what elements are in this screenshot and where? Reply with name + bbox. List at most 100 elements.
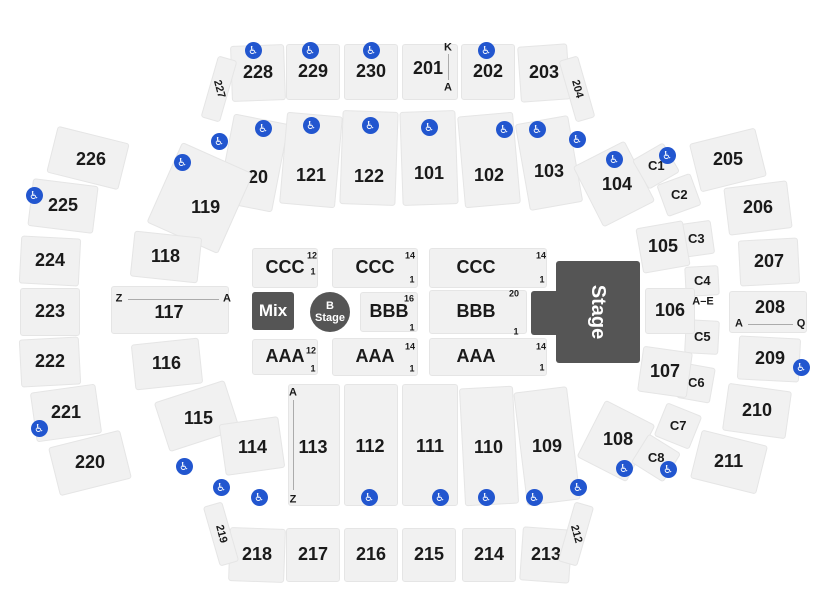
section-113[interactable]: 113 bbox=[288, 384, 340, 506]
wheelchair-icon: ♿ bbox=[420, 118, 438, 136]
section-230[interactable]: 230 bbox=[344, 44, 398, 100]
wheelchair-icon: ♿ bbox=[658, 146, 676, 164]
section-206-label: 206 bbox=[742, 197, 774, 218]
section-211[interactable]: 211 bbox=[689, 429, 769, 495]
section-107[interactable]: 107 bbox=[637, 345, 693, 399]
section-202[interactable]: 202 bbox=[461, 44, 515, 100]
section-118[interactable]: 118 bbox=[129, 230, 203, 284]
section-116[interactable]: 116 bbox=[130, 337, 204, 391]
section-206[interactable]: 206 bbox=[723, 180, 793, 236]
section-ccc-mid-label: CCC bbox=[355, 257, 395, 278]
section-aaa-mid[interactable]: AAA bbox=[332, 338, 418, 376]
section-208[interactable]: 208 bbox=[729, 291, 807, 333]
section-201-label: 201 bbox=[412, 58, 444, 79]
section-110-label: 110 bbox=[474, 437, 504, 458]
section-225[interactable]: 225 bbox=[27, 178, 99, 234]
row-line-208 bbox=[748, 323, 793, 325]
wheelchair-icon: ♿ bbox=[528, 120, 546, 138]
section-205-label: 205 bbox=[712, 149, 744, 170]
section-aaa-right-label: AAA bbox=[456, 346, 496, 367]
section-stage-label: Stage bbox=[587, 284, 609, 340]
section-115-label: 115 bbox=[184, 408, 214, 429]
section-b-stage-label2: Stage bbox=[315, 312, 345, 324]
wheelchair-icon: ♿ bbox=[362, 41, 380, 59]
row-a-201: A bbox=[444, 81, 452, 94]
section-ccc-right[interactable]: CCC bbox=[429, 248, 547, 288]
section-205[interactable]: 205 bbox=[688, 127, 768, 193]
section-105-label: 105 bbox=[647, 236, 679, 257]
section-ccc-left[interactable]: CCC bbox=[252, 248, 318, 288]
section-208-label: 208 bbox=[754, 297, 786, 318]
section-105[interactable]: 105 bbox=[635, 220, 691, 274]
section-201[interactable]: 201 bbox=[402, 44, 458, 100]
section-103[interactable]: 103 bbox=[514, 114, 584, 212]
section-119-label: 119 bbox=[191, 197, 221, 218]
wheelchair-icon: ♿ bbox=[495, 120, 513, 138]
section-210[interactable]: 210 bbox=[721, 382, 793, 440]
section-104-label: 104 bbox=[601, 174, 633, 195]
section-aaa-left[interactable]: AAA bbox=[252, 339, 318, 375]
section-112[interactable]: 112 bbox=[344, 384, 398, 506]
section-217[interactable]: 217 bbox=[286, 528, 340, 582]
section-209[interactable]: 209 bbox=[736, 335, 802, 383]
row-line-117 bbox=[128, 298, 219, 300]
section-111[interactable]: 111 bbox=[402, 384, 458, 506]
section-121-label: 121 bbox=[295, 165, 327, 186]
section-110[interactable]: 110 bbox=[458, 385, 520, 507]
section-222[interactable]: 222 bbox=[18, 336, 82, 388]
section-214[interactable]: 214 bbox=[462, 528, 516, 582]
section-C5-label: C5 bbox=[693, 328, 711, 344]
section-117[interactable]: 117 bbox=[111, 286, 229, 334]
wheelchair-icon: ♿ bbox=[244, 41, 262, 59]
wheelchair-icon: ♿ bbox=[30, 419, 48, 437]
section-213-label: 213 bbox=[530, 544, 562, 565]
wheelchair-icon: ♿ bbox=[361, 116, 379, 134]
section-212-label: 212 bbox=[567, 523, 585, 545]
section-mix-label: Mix bbox=[258, 300, 288, 320]
section-218-label: 218 bbox=[241, 544, 273, 565]
row-a-208: A bbox=[735, 317, 743, 330]
section-ccc-mid[interactable]: CCC bbox=[332, 248, 418, 288]
section-220[interactable]: 220 bbox=[48, 429, 132, 497]
wheelchair-icon: ♿ bbox=[254, 119, 272, 137]
section-116-label: 116 bbox=[152, 353, 182, 374]
section-204-label: 204 bbox=[568, 78, 586, 100]
section-113-label: 113 bbox=[298, 437, 328, 458]
section-aaa-right[interactable]: AAA bbox=[429, 338, 547, 376]
section-209-label: 209 bbox=[754, 348, 786, 369]
row-1-ccc-mid: 1 bbox=[409, 274, 415, 285]
row-16-bbb-mid: 16 bbox=[403, 293, 415, 304]
section-224[interactable]: 224 bbox=[18, 235, 82, 287]
section-216[interactable]: 216 bbox=[344, 528, 398, 582]
section-226-label: 226 bbox=[75, 149, 107, 170]
row-line-201 bbox=[447, 54, 449, 80]
section-aaa-mid-label: AAA bbox=[355, 346, 395, 367]
section-223-label: 223 bbox=[34, 301, 66, 322]
section-215[interactable]: 215 bbox=[402, 528, 456, 582]
section-101-label: 101 bbox=[413, 163, 445, 184]
wheelchair-icon: ♿ bbox=[360, 488, 378, 506]
section-223[interactable]: 223 bbox=[20, 288, 80, 336]
section-117-label: 117 bbox=[154, 302, 184, 323]
row-line-113 bbox=[292, 400, 294, 490]
section-211-label: 211 bbox=[714, 451, 744, 472]
section-217-label: 217 bbox=[297, 544, 329, 565]
section-207[interactable]: 207 bbox=[737, 237, 801, 287]
row-14-aaa-mid: 14 bbox=[404, 341, 416, 352]
section-bbb-mid[interactable]: BBB bbox=[360, 292, 418, 332]
section-bbb-right[interactable]: BBB bbox=[429, 290, 527, 334]
section-103-label: 103 bbox=[533, 161, 565, 182]
row-k-201: K bbox=[444, 41, 452, 54]
section-210-label: 210 bbox=[741, 400, 773, 421]
section-108-label: 108 bbox=[602, 429, 634, 450]
row-1-ccc-right: 1 bbox=[539, 274, 545, 285]
row-q-208: Q bbox=[796, 317, 806, 330]
section-215-label: 215 bbox=[413, 544, 445, 565]
row-1-bbb-right: 1 bbox=[513, 326, 519, 337]
section-bbb-mid-label: BBB bbox=[369, 301, 409, 322]
row-z-117: Z bbox=[115, 292, 123, 305]
row-a-117: A bbox=[223, 292, 231, 305]
section-114[interactable]: 114 bbox=[218, 416, 286, 476]
section-106[interactable]: 106 bbox=[645, 288, 695, 334]
wheelchair-icon: ♿ bbox=[25, 186, 43, 204]
